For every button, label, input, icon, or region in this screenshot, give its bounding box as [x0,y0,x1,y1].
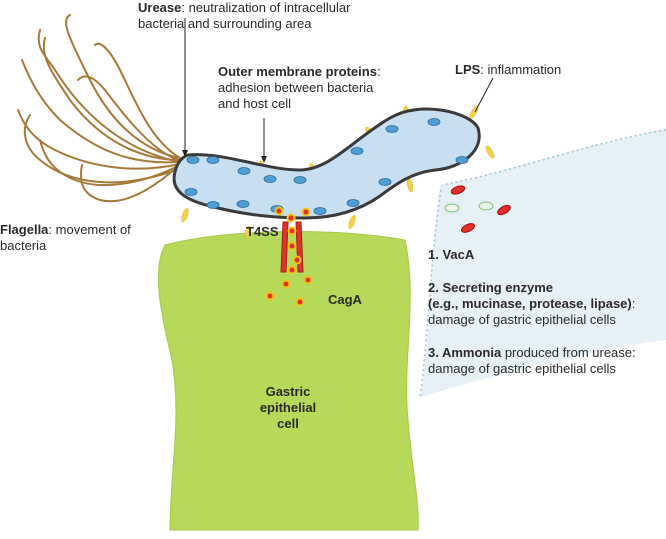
enzyme-title: 2. Secreting enzyme [428,280,553,295]
enzyme-colon: : [631,296,636,311]
vaca-particle [497,204,511,216]
lps-desc: : inflammation [480,62,562,77]
caga-label: CagA [328,292,362,307]
t4ss-label: T4SS [246,224,279,239]
ammonia-desc-2: damage of gastric epithelial cells [428,361,616,376]
urease-desc-1: : neutralization of intracellular [181,0,351,15]
omp-label: Outer membrane proteins: adhesion betwee… [218,64,381,112]
flagella-strands [17,14,181,203]
vaca-particle [460,223,476,233]
ammonia-label: 3. Ammonia produced from urease: damage … [428,345,636,377]
cell-line-3: cell [277,416,299,431]
cell-line-2: epithelial [259,400,317,415]
urease-label: Urease: neutralization of intracellular … [138,0,350,32]
lps-label: LPS: inflammation [455,62,561,78]
cell-line-1: Gastric [265,384,311,399]
arrow-head [261,156,267,163]
enzyme-desc: damage of gastric epithelial cells [428,312,616,327]
ammonia-prefix: 3. [428,345,442,360]
vaca-particle [450,185,466,195]
lps-title: LPS [455,62,481,77]
flagella-desc-2: bacteria [0,238,47,253]
enzyme-label: 2. Secreting enzyme (e.g., mucinase, pro… [428,280,635,328]
urease-title: Urease [138,0,182,15]
flagella-label: Flagella: movement of bacteria [0,222,131,254]
urease-desc-2: bacteria and surrounding area [138,16,312,31]
gastric-cell-shape [157,231,419,531]
outer-membrane-proteins [184,118,469,215]
gastric-cell-label: Gastric epithelial cell [238,384,338,432]
pointer-lines [184,18,494,160]
vaca-particle [478,201,494,211]
omp-colon: : [376,64,381,79]
omp-desc-2: and host cell [218,96,291,111]
omp-title: Outer membrane proteins [218,64,377,79]
ammonia-desc-1: produced from urease: [501,345,636,360]
flagella-desc-1: : movement of [48,222,131,237]
vaca-label: 1. VacA [428,247,475,262]
bacterium-shape [172,107,481,220]
flagella-title: Flagella [0,222,49,237]
enzyme-examples: (e.g., mucinase, protease, lipase) [428,296,632,311]
caga-dots [265,206,313,307]
secretion-area [420,128,666,398]
arrow-head [182,150,188,157]
omp-desc-1: adhesion between bacteria [218,80,374,95]
ammonia-title: Ammonia [441,345,502,360]
vaca-particle [444,203,460,213]
